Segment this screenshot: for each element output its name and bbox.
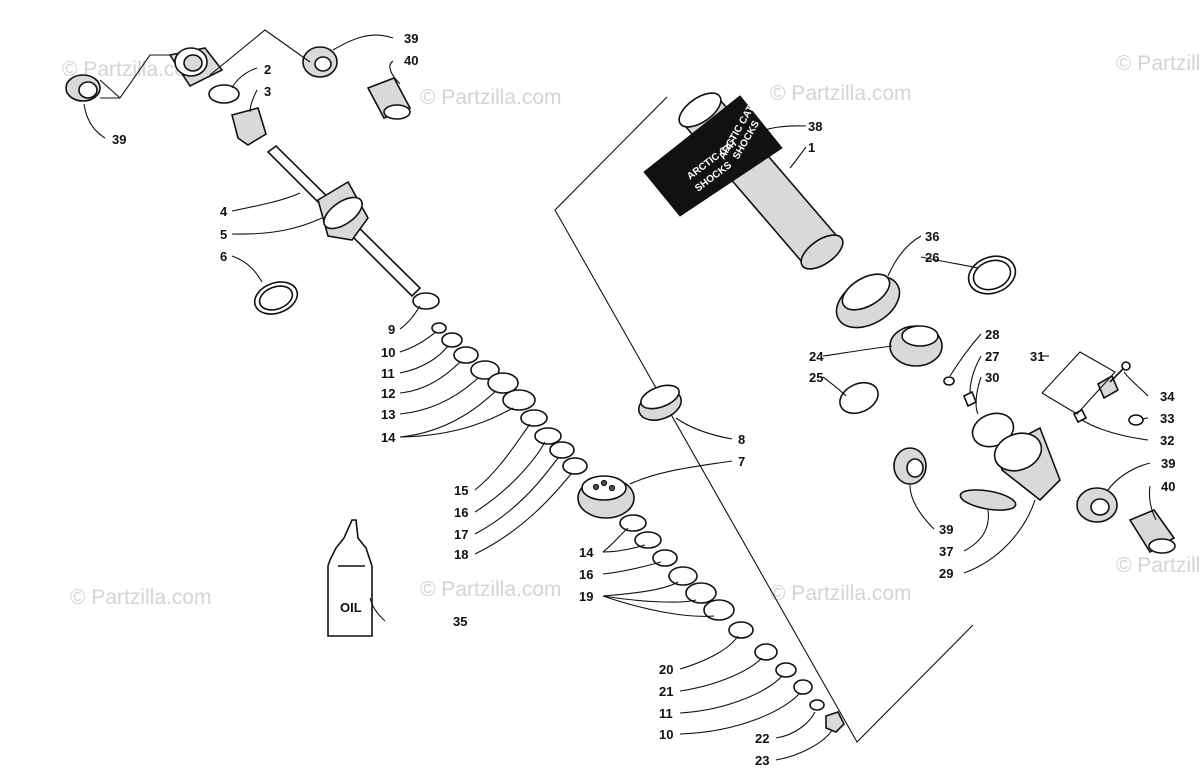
callout-35: 35 bbox=[453, 614, 467, 629]
callout-21: 21 bbox=[659, 684, 673, 699]
callout-36: 36 bbox=[925, 229, 939, 244]
callout-18: 18 bbox=[454, 547, 468, 562]
o-ring-28 bbox=[943, 376, 955, 386]
watermark-3: © Partzilla.com bbox=[770, 82, 912, 105]
callout-15: 15 bbox=[454, 483, 468, 498]
callout-labels: 39 40 2 3 39 4 5 6 9 10 11 12 13 14 15 1… bbox=[112, 31, 1175, 768]
callout-39: 39 bbox=[939, 522, 953, 537]
oil-bottle-label: OIL bbox=[340, 600, 362, 615]
callout-10: 10 bbox=[381, 345, 395, 360]
shim-stack-upper bbox=[412, 292, 588, 475]
watermark-6: © Partzilla.com bbox=[420, 578, 562, 601]
valve-31 bbox=[1096, 374, 1120, 400]
callout-29: 29 bbox=[939, 566, 953, 581]
o-ring-33 bbox=[1128, 414, 1144, 426]
callout-37: 37 bbox=[939, 544, 953, 559]
callout-16: 16 bbox=[454, 505, 468, 520]
callout-24: 24 bbox=[809, 349, 824, 364]
body-assembly-bracket bbox=[554, 96, 974, 743]
callout-23: 23 bbox=[755, 753, 769, 768]
callout-22: 22 bbox=[755, 731, 769, 746]
washer-2 bbox=[208, 84, 240, 104]
seal-37 bbox=[959, 489, 1017, 511]
callout-14: 14 bbox=[579, 545, 594, 560]
callout-38: 38 bbox=[808, 119, 822, 134]
callout-2: 2 bbox=[264, 62, 271, 77]
callout-10: 10 bbox=[659, 727, 673, 742]
piston-assembly bbox=[577, 384, 683, 519]
callout-27: 27 bbox=[985, 349, 999, 364]
callout-17: 17 bbox=[454, 527, 468, 542]
watermarks: © Partzilla.com © Partzilla.com © Partzi… bbox=[62, 52, 1200, 609]
callout-14: 14 bbox=[381, 430, 396, 445]
decal-38 bbox=[643, 95, 783, 217]
cap-32 bbox=[1072, 408, 1088, 424]
callout-30: 30 bbox=[985, 370, 999, 385]
callout-34: 34 bbox=[1160, 389, 1175, 404]
watermark-5: © Partzilla.com bbox=[70, 586, 212, 609]
screw-27 bbox=[962, 390, 978, 408]
watermark-2: © Partzilla.com bbox=[420, 86, 562, 109]
retaining-ring-25 bbox=[839, 381, 879, 415]
callout-11: 11 bbox=[659, 706, 673, 721]
watermark-4: © Partzilla.com bbox=[1116, 52, 1200, 75]
callout-9: 9 bbox=[388, 322, 395, 337]
nut-23 bbox=[825, 711, 845, 733]
callout-4: 4 bbox=[220, 204, 228, 219]
watermark-8: © Partzilla.com bbox=[1116, 554, 1200, 577]
bump-stop-3 bbox=[231, 107, 267, 146]
leader-lines bbox=[83, 34, 1157, 761]
callout-28: 28 bbox=[985, 327, 999, 342]
shock-body: ARCTIC CAT SHOCKS ARCTIC CAT SHOCKS bbox=[643, 92, 844, 270]
callout-25: 25 bbox=[809, 370, 823, 385]
callout-20: 20 bbox=[659, 662, 673, 677]
callout-12: 12 bbox=[381, 386, 395, 401]
callout-40: 40 bbox=[1161, 479, 1175, 494]
callout-5: 5 bbox=[220, 227, 227, 242]
watermark-1: © Partzilla.com bbox=[62, 58, 204, 81]
callout-8: 8 bbox=[738, 432, 745, 447]
callout-39: 39 bbox=[112, 132, 126, 147]
callout-40: 40 bbox=[404, 53, 418, 68]
callout-3: 3 bbox=[264, 84, 271, 99]
callout-26: 26 bbox=[925, 250, 939, 265]
callout-33: 33 bbox=[1160, 411, 1174, 426]
shim-stack-lower bbox=[619, 514, 845, 733]
callout-32: 32 bbox=[1160, 433, 1174, 448]
callout-6: 6 bbox=[220, 249, 227, 264]
callout-11: 11 bbox=[381, 366, 395, 381]
shaft-assembly bbox=[253, 144, 422, 315]
callout-39: 39 bbox=[1161, 456, 1175, 471]
watermark-7: © Partzilla.com bbox=[770, 582, 912, 605]
callout-39: 39 bbox=[404, 31, 418, 46]
callout-19: 19 bbox=[579, 589, 593, 604]
oil-bottle: OIL bbox=[327, 519, 373, 637]
callout-31: 31 bbox=[1030, 349, 1044, 364]
callout-13: 13 bbox=[381, 407, 395, 422]
top-eye-assembly bbox=[65, 29, 412, 146]
callout-7: 7 bbox=[738, 454, 745, 469]
callout-1: 1 bbox=[808, 140, 815, 155]
spring-adjuster-parts bbox=[835, 255, 1176, 554]
callout-16: 16 bbox=[579, 567, 593, 582]
